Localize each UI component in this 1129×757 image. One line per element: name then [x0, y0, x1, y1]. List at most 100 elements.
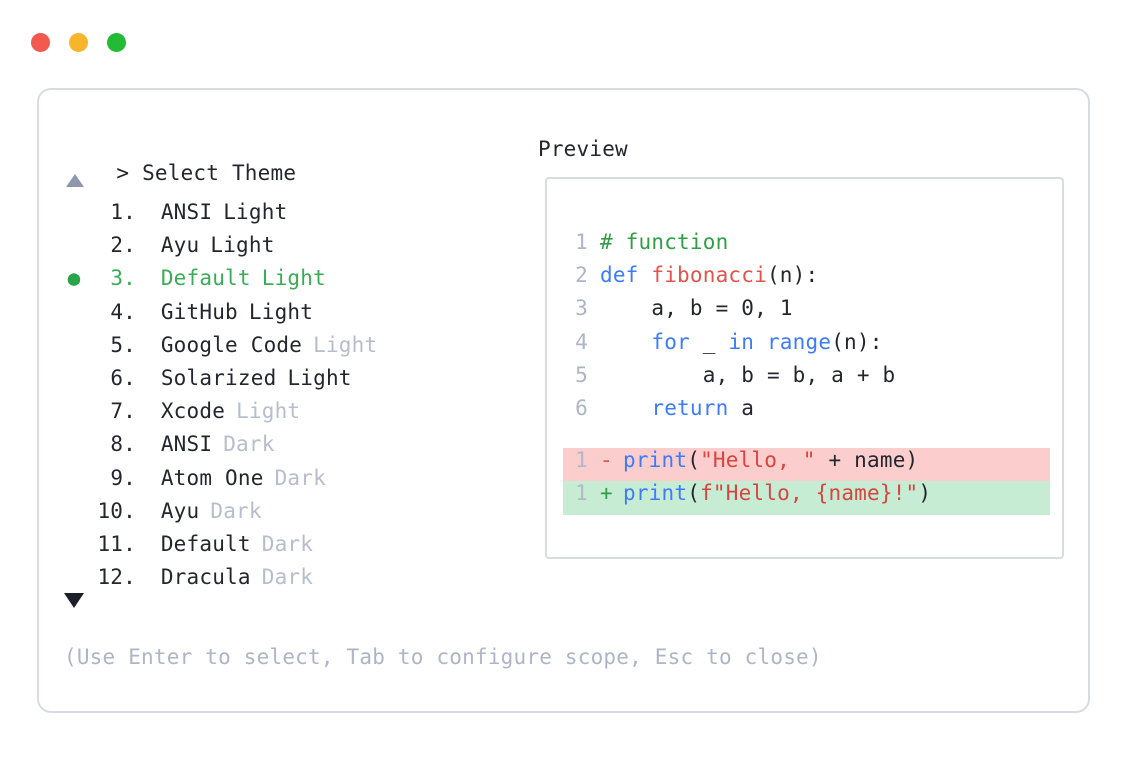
preview-panel: 1 # function 2 def fibonacci(n): 3 a, b = 0,…: [545, 177, 1064, 559]
diff-line-removed: 1-print("Hello, " + name): [563, 448, 1050, 482]
theme-variant-tag: Light: [261, 266, 326, 291]
theme-index: 9.: [110, 465, 136, 490]
theme-name: Dracula: [160, 565, 251, 590]
theme-name: Solarized: [160, 365, 277, 390]
code-token: a, b =: [600, 296, 742, 321]
maximize-button[interactable]: [107, 33, 126, 52]
code-token: (: [687, 481, 701, 506]
code-token: return: [651, 395, 729, 420]
code-token: a: [728, 395, 755, 420]
theme-name: Ayu: [160, 498, 200, 523]
code-line-text: a, b = b, a + b: [600, 363, 895, 387]
theme-picker-card: > Select Theme Preview ●1. ANSILight●2. …: [37, 88, 1090, 713]
prompt-header: > Select Theme: [65, 137, 296, 209]
theme-index: 1.: [110, 200, 136, 224]
scroll-down-icon[interactable]: [64, 593, 84, 608]
code-token: (n):: [831, 329, 883, 354]
theme-index-gap: [136, 466, 161, 490]
prompt-caret-icon: >: [116, 161, 130, 185]
code-token: range: [766, 329, 832, 354]
code-token: a, b = b, a + b: [600, 362, 896, 387]
code-token: _: [689, 329, 729, 354]
keyboard-hint: (Use Enter to select, Tab to configure s…: [64, 645, 822, 669]
line-number: 4: [575, 329, 588, 354]
code-preview: 1 # function 2 def fibonacci(n): 3 a, b = 0,…: [563, 230, 1050, 515]
code-line: 4 for _ in range(n):: [563, 330, 1050, 363]
scroll-up-icon[interactable]: [66, 174, 84, 187]
theme-name: Ayu: [160, 233, 200, 258]
theme-variant-tag: Light: [236, 399, 301, 424]
page-title: Select Theme: [142, 161, 297, 185]
diff-marker: -: [600, 448, 613, 473]
code-token: [600, 396, 651, 420]
code-line: 3 a, b = 0, 1: [563, 296, 1050, 329]
selected-bullet-icon: ●: [60, 466, 88, 490]
theme-list-item[interactable]: ● 5. Google Code Light: [60, 333, 520, 366]
theme-index: 4.: [110, 299, 136, 324]
code-token: 1: [779, 296, 793, 321]
theme-index: 8.: [110, 432, 136, 457]
selected-bullet-icon: ●: [60, 233, 88, 257]
code-token: f"Hello, {name}!": [700, 481, 919, 506]
code-token: [754, 330, 767, 354]
line-number: 2: [575, 263, 588, 288]
diff-line-added: 1+print(f"Hello, {name}!"): [563, 481, 1050, 515]
theme-variant-tag: Light: [313, 332, 378, 357]
code-token: print: [623, 481, 688, 506]
theme-variant-tag: Dark: [223, 432, 275, 457]
selected-bullet-icon: ●: [60, 499, 88, 523]
code-spacer: [563, 429, 1050, 448]
code-token: in: [728, 329, 755, 354]
selected-bullet-icon: ●: [60, 432, 88, 456]
theme-name: ANSI: [160, 200, 213, 224]
code-token: (n):: [766, 263, 819, 288]
preview-label: Preview: [538, 137, 628, 161]
theme-index: 5.: [110, 332, 136, 357]
line-number: 3: [575, 296, 588, 321]
line-number: 1: [575, 448, 588, 473]
diff-marker: +: [600, 481, 613, 506]
theme-variant-tag: Light: [210, 233, 275, 258]
theme-name: GitHub: [160, 299, 238, 324]
selected-bullet-icon: ●: [60, 565, 88, 589]
theme-name: Google Code: [160, 332, 303, 357]
code-line: 6 return a: [563, 396, 1050, 429]
code-line-text: # function: [600, 230, 728, 254]
selected-bullet-icon: ●: [60, 532, 88, 556]
code-line-text: return a: [600, 396, 754, 420]
code-token: (: [687, 448, 701, 473]
theme-index: 3.: [110, 266, 136, 291]
line-number: 5: [575, 362, 588, 387]
line-number: 1: [575, 230, 588, 254]
theme-index: 6.: [110, 365, 136, 390]
theme-variant-tag: Dark: [261, 565, 314, 590]
theme-index-gap: [136, 266, 161, 290]
close-button[interactable]: [31, 33, 50, 52]
theme-index-gap: [136, 233, 161, 257]
code-token: "Hello, ": [700, 448, 816, 473]
theme-index: 11.: [97, 531, 136, 556]
code-token: for: [651, 329, 690, 354]
minimize-button[interactable]: [69, 33, 88, 52]
code-token: # function: [600, 230, 729, 254]
theme-index-gap: [136, 565, 161, 589]
code-line: 2 def fibonacci(n):: [563, 263, 1050, 296]
code-line-text: def fibonacci(n):: [600, 263, 818, 287]
theme-index-gap: [136, 499, 161, 523]
selected-bullet-icon: ●: [60, 366, 88, 390]
code-token: ,: [754, 296, 780, 321]
selected-bullet-icon: ●: [67, 266, 81, 291]
selected-bullet-icon: ●: [60, 333, 88, 357]
